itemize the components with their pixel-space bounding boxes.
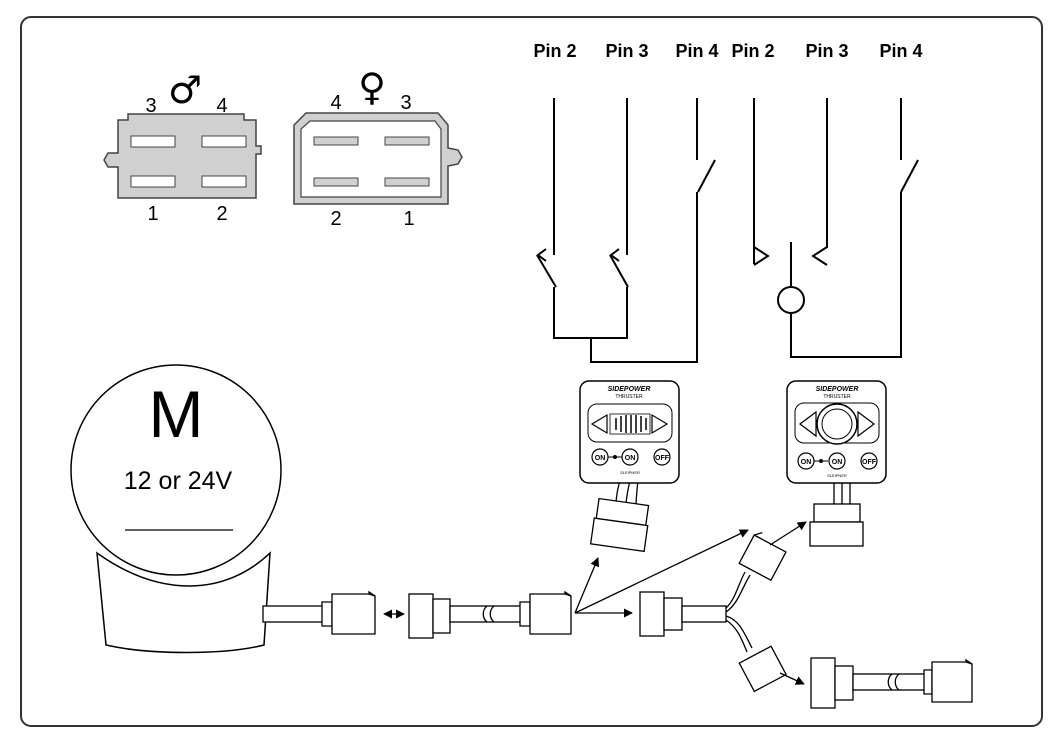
indicator-lamp-icon (777, 286, 805, 314)
motor-label: M (149, 377, 204, 451)
on-button-2-label: ON (625, 455, 636, 462)
control-panel-1: SIDEPOWER THRUSTER ON ON OFF SLEIPNER (579, 380, 680, 484)
on-button-2-label: ON (832, 459, 843, 466)
panel-mode: SLEIPNER (620, 470, 640, 475)
male-pin-slot (201, 175, 247, 188)
panel-1-plug (589, 479, 650, 553)
pin-label: Pin 4 (675, 41, 718, 61)
female-pin-2-label: 2 (330, 208, 341, 230)
thruster-motor: M 12 or 24V (70, 364, 332, 654)
male-pin-3-label: 3 (145, 95, 156, 117)
on-button-label: ON (595, 455, 606, 462)
pin-label: Pin 3 (805, 41, 848, 61)
male-connector: ♂ 3 4 1 2 (103, 68, 262, 225)
extension-cable-2 (810, 657, 973, 709)
male-pin-slot (130, 135, 176, 148)
on-button-2[interactable] (828, 452, 846, 470)
male-pin-2-label: 2 (216, 203, 227, 225)
female-pin-1-label: 1 (403, 208, 414, 230)
female-symbol: ♀ (358, 65, 386, 109)
pin-label: Pin 4 (879, 41, 922, 61)
female-pin-slot (313, 177, 359, 187)
male-pin-1-label: 1 (147, 203, 158, 225)
starboard-arrow-button-icon[interactable] (857, 410, 875, 438)
motor-voltage: 12 or 24V (124, 467, 233, 495)
off-button[interactable] (860, 452, 878, 470)
male-pin-4-label: 4 (216, 95, 227, 117)
female-connector: ♀ 4 3 2 1 (293, 65, 463, 230)
port-arrow-button-icon[interactable] (590, 413, 608, 435)
panel-brand: SIDEPOWER (608, 386, 651, 393)
male-pin-slot (130, 175, 176, 188)
switch-schematic-left: Pin 2 Pin 3 Pin 4 (533, 41, 719, 363)
on-button-2[interactable] (621, 448, 639, 466)
panel-mode: SLEIPNER (827, 473, 847, 478)
joystick-lever-icon[interactable] (609, 413, 651, 435)
female-pin-slot (313, 136, 359, 146)
female-pin-4-label: 4 (330, 92, 341, 114)
switch-schematic-right: Pin 2 Pin 3 Pin 4 (731, 41, 923, 358)
pin-label: Pin 3 (605, 41, 648, 61)
female-pin-3-label: 3 (400, 92, 411, 114)
pin-label: Pin 2 (731, 41, 774, 61)
off-button-label: OFF (655, 455, 670, 462)
off-button[interactable] (653, 448, 671, 466)
motor-housing (96, 551, 271, 654)
male-pin-slot (201, 135, 247, 148)
port-arrow-button-icon[interactable] (799, 410, 817, 438)
female-pin-slot (384, 136, 430, 146)
main-cable (321, 529, 749, 639)
diagram-frame (20, 16, 1043, 727)
on-button-label: ON (801, 459, 812, 466)
female-pin-slot (384, 177, 430, 187)
pin-label: Pin 2 (533, 41, 576, 61)
starboard-arrow-button-icon[interactable] (651, 413, 669, 435)
panel-model: THRUSTER (615, 394, 643, 400)
panel-2-plug (809, 482, 864, 547)
off-button-label: OFF (862, 459, 877, 466)
male-symbol: ♂ (168, 68, 202, 112)
panel-brand: SIDEPOWER (816, 386, 859, 393)
panel-model: THRUSTER (823, 394, 851, 400)
motor-body (70, 364, 282, 576)
y-splitter (639, 521, 807, 693)
control-panel-2: SIDEPOWER THRUSTER ON ON OFF SLEIPNER (786, 380, 887, 484)
